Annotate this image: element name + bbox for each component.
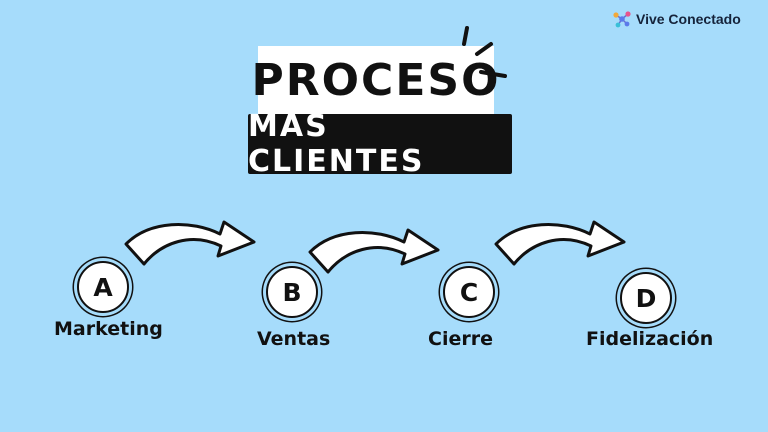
- step-a-circle: A: [77, 261, 129, 313]
- step-b-label: Ventas: [257, 328, 331, 350]
- brand-logo: Vive Conectado: [612, 10, 741, 28]
- page-subtitle: MÁS CLIENTES: [248, 109, 425, 179]
- network-nodes-icon: [613, 11, 631, 28]
- step-a-letter: A: [93, 272, 113, 302]
- step-d-label: Fidelización: [586, 328, 714, 350]
- step-a-label: Marketing: [54, 318, 163, 340]
- step-c-label: Cierre: [428, 328, 493, 350]
- spark-lines-icon: [462, 26, 507, 78]
- step-c-letter: C: [459, 277, 479, 307]
- brand-name: Vive Conectado: [636, 11, 741, 27]
- step-d-circle: D: [620, 272, 672, 324]
- arrow-b-to-c: [308, 228, 440, 274]
- step-b-letter: B: [282, 277, 302, 307]
- step-d-letter: D: [635, 283, 657, 313]
- page-title: PROCESO: [251, 54, 501, 106]
- step-c-circle: C: [443, 266, 495, 318]
- title-box: PROCESO: [252, 46, 499, 114]
- subtitle-box: MÁS CLIENTES: [248, 109, 512, 179]
- arrow-c-to-d: [494, 220, 626, 266]
- step-b-circle: B: [266, 266, 318, 318]
- arrow-a-to-b: [124, 220, 256, 266]
